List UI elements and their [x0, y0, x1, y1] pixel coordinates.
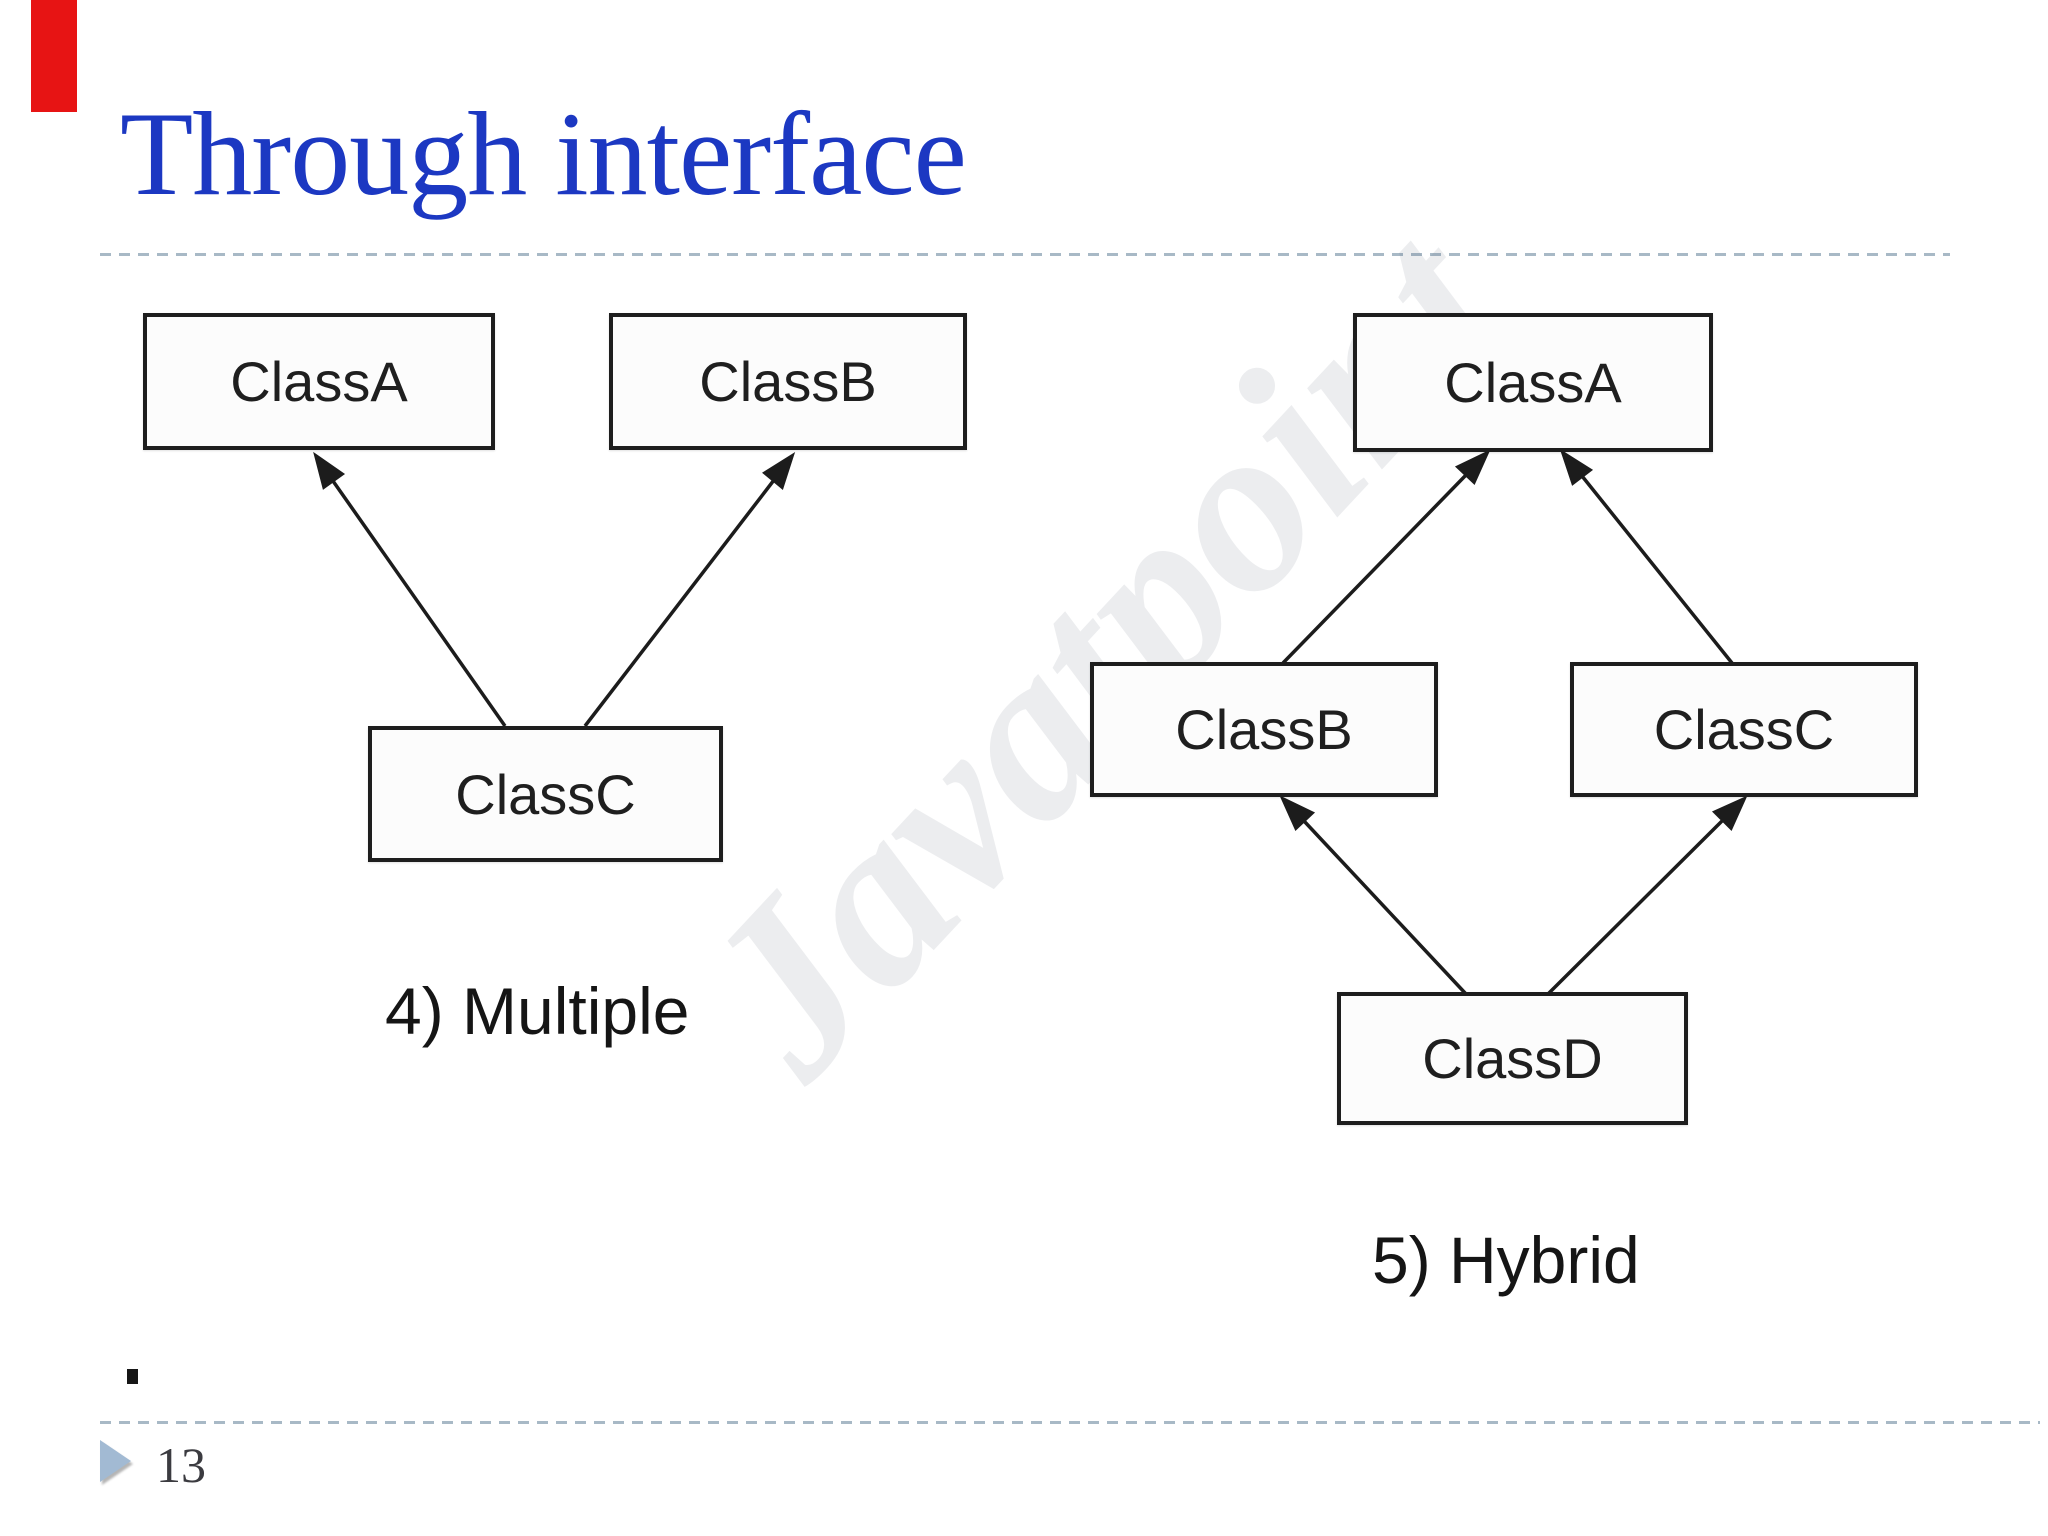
- arrow-head: [1454, 449, 1491, 485]
- class-box-hybrid-classa: ClassA: [1353, 313, 1713, 452]
- arrow-line: [1302, 819, 1468, 996]
- arrow-head: [1559, 448, 1594, 486]
- accent-bar: [31, 0, 77, 112]
- diagram-caption-multiple: 4) Multiple: [385, 974, 690, 1048]
- class-box-hybrid-classb: ClassB: [1090, 662, 1438, 797]
- arrow-head: [313, 451, 346, 490]
- stray-mark: [127, 1369, 138, 1384]
- class-box-multiple-classa: ClassA: [143, 313, 495, 450]
- arrow-head: [762, 451, 796, 490]
- page-number: 13: [156, 1437, 206, 1493]
- arrow-line: [1546, 818, 1725, 996]
- page-title: Through interface: [120, 87, 967, 220]
- class-box-multiple-classb: ClassB: [609, 313, 967, 450]
- arrow-head: [1711, 795, 1748, 832]
- footer-divider: [100, 1421, 2040, 1424]
- triangle-bullet-icon: [100, 1440, 131, 1482]
- title-divider: [100, 253, 1950, 256]
- class-box-hybrid-classc: ClassC: [1570, 662, 1918, 797]
- arrow-line: [583, 478, 776, 728]
- arrow-line: [1580, 474, 1734, 665]
- class-box-hybrid-classd: ClassD: [1337, 992, 1688, 1125]
- arrow-line: [1281, 473, 1468, 665]
- class-box-multiple-classc: ClassC: [368, 726, 723, 862]
- diagram-caption-hybrid: 5) Hybrid: [1372, 1223, 1640, 1297]
- arrow-head: [1279, 795, 1316, 831]
- arrow-line: [331, 479, 507, 728]
